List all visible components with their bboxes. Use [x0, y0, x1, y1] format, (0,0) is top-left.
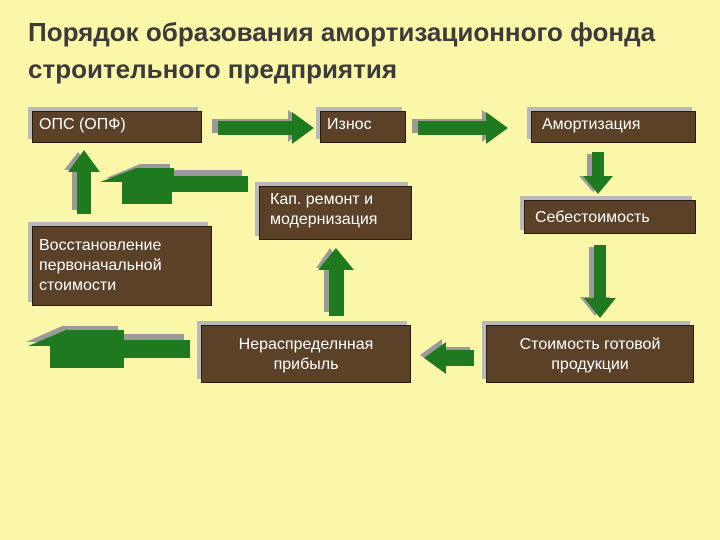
box-stoimost-produktsii: Стоимость готовой продукции — [486, 325, 694, 383]
box-ops: ОПС (ОПФ) — [32, 111, 202, 143]
arrow-right-ops-to-iznos — [212, 110, 314, 144]
box-iznos: Износ — [320, 111, 406, 143]
arrow-right-iznos-to-amort — [412, 110, 508, 144]
arrow-bent-neraspr-to-vosst — [26, 326, 190, 368]
box-amortizatsiya: Амортизация — [531, 111, 696, 143]
box-sebestoimost: Себестоимость — [524, 200, 696, 234]
box-kap-remont: Кап. ремонт и модернизация — [259, 186, 412, 240]
slide-title: Порядок образования амортизационного фон… — [28, 17, 656, 84]
arrow-up-to-ops — [64, 150, 100, 214]
box-vosstanovlenie: Восстановление первоначальной стоимости — [32, 226, 212, 306]
arrow-bent-kap-to-ops — [100, 164, 248, 204]
arrow-left-stoimost-to-neraspr — [420, 339, 474, 374]
arrow-down-amort-to-sebest — [579, 152, 613, 194]
arrow-up-neraspr-to-kap — [316, 248, 354, 316]
arrow-down-sebest-to-stoimost — [580, 245, 616, 318]
box-neraspredelennaya: Нераспределнная прибыль — [201, 325, 411, 383]
